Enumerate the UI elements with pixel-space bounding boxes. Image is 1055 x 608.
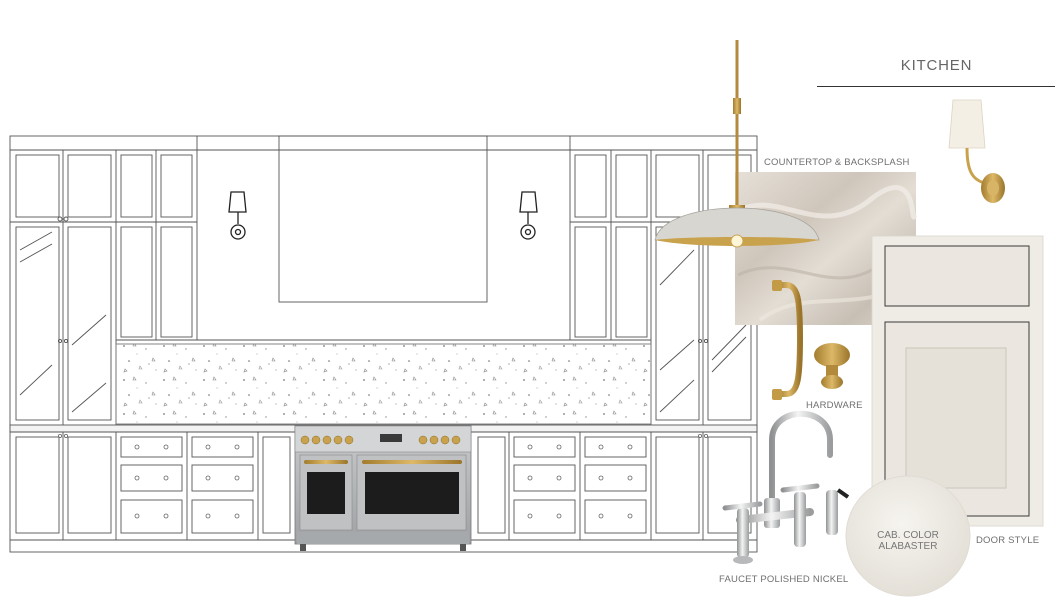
range-hood (197, 135, 570, 341)
door-style-label: DOOR STYLE (976, 535, 1040, 546)
page-title: KITCHEN (900, 57, 973, 74)
range-oven (294, 425, 472, 551)
sconce-photo (948, 99, 1005, 203)
cab-color-line2: ALABASTER (878, 541, 938, 552)
cab-color-line1: CAB. COLOR (877, 530, 939, 541)
wall-sconce-right (519, 191, 538, 240)
paint-sample (845, 475, 971, 597)
hardware-label: HARDWARE (806, 400, 863, 411)
pendant-light (654, 40, 820, 248)
cab-color-label: CAB. COLOR ALABASTER (852, 530, 964, 552)
cabinet-pull (772, 280, 804, 400)
backsplash-pattern (115, 343, 652, 425)
title-divider (817, 86, 1055, 87)
countertop-label: COUNTERTOP & BACKSPLASH (764, 157, 910, 168)
left-tall-cabinets (10, 136, 198, 425)
cabinet-knob (814, 343, 850, 389)
wall-sconce-left (228, 191, 247, 240)
faucet-label: FAUCET POLISHED NICKEL (719, 574, 849, 585)
faucet (722, 410, 850, 564)
